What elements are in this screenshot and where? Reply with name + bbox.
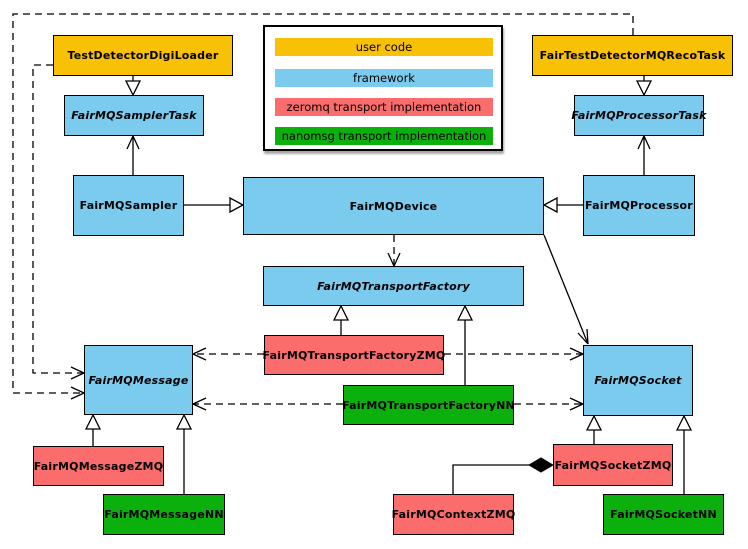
legend: user code framework zeromq transport imp… — [263, 25, 503, 151]
composition-diamond-icon — [528, 457, 554, 473]
node-fairmq-processor-task: FairMQProcessorTask — [571, 95, 707, 136]
open-arrow-icon — [192, 347, 207, 361]
node-label: FairMQSocketZMQ — [554, 458, 672, 472]
inheritance-triangle-icon — [542, 196, 558, 214]
legend-label: nanomsg transport implementation — [281, 129, 487, 143]
legend-item-framework: framework — [275, 69, 493, 87]
node-fairmq-socket-zmq: FairMQSocketZMQ — [553, 444, 673, 486]
node-test-detector-digi-loader: TestDetectorDigiLoader — [53, 35, 233, 76]
node-label: FairMQMessage — [88, 373, 189, 387]
inheritance-triangle-icon — [229, 196, 245, 214]
inheritance-triangle-icon — [332, 304, 350, 321]
node-label: FairMQProcessorTask — [571, 109, 707, 122]
node-label: FairTestDetectorMQRecoTask — [539, 49, 726, 62]
node-label: FairMQTransportFactory — [317, 279, 470, 293]
node-label: FairMQDevice — [349, 199, 438, 213]
legend-label: user code — [355, 40, 413, 54]
node-label: FairMQSamplerTask — [71, 109, 197, 122]
node-fairmq-transport-factory-nn: FairMQTransportFactoryNN — [342, 385, 515, 425]
node-label: TestDetectorDigiLoader — [67, 49, 219, 62]
edge-digiloader-message — [32, 64, 84, 374]
open-arrow-icon — [70, 366, 85, 380]
legend-item-nanomsg: nanomsg transport implementation — [275, 127, 493, 145]
node-fair-test-detector-mq-reco-task: FairTestDetectorMQRecoTask — [532, 35, 733, 76]
edge-recotask-message — [12, 13, 634, 394]
open-arrow-icon — [637, 135, 651, 150]
open-arrow-icon — [70, 386, 85, 400]
inheritance-triangle-icon — [585, 414, 603, 431]
legend-label: zeromq transport implementation — [286, 100, 482, 114]
node-label: FairMQTransportFactoryZMQ — [262, 348, 446, 362]
node-fairmq-transport-factory: FairMQTransportFactory — [263, 266, 524, 306]
node-fairmq-socket: FairMQSocket — [583, 345, 693, 416]
node-fairmq-transport-factory-zmq: FairMQTransportFactoryZMQ — [262, 335, 446, 375]
node-label: FairMQSampler — [79, 199, 178, 212]
legend-item-zeromq: zeromq transport implementation — [275, 98, 493, 116]
open-arrow-icon — [569, 347, 584, 361]
node-label: FairMQProcessor — [585, 199, 693, 212]
open-arrow-icon — [126, 135, 140, 150]
legend-item-user-code: user code — [275, 38, 493, 56]
node-fairmq-sampler-task: FairMQSamplerTask — [64, 95, 204, 136]
node-fairmq-processor: FairMQProcessor — [583, 175, 695, 236]
open-arrow-icon — [192, 397, 207, 411]
node-label: FairMQMessageZMQ — [33, 459, 164, 473]
node-label: FairMQMessageNN — [104, 508, 224, 521]
open-arrow-icon — [577, 328, 589, 345]
inheritance-triangle-icon — [84, 413, 102, 430]
node-fairmq-message-zmq: FairMQMessageZMQ — [33, 446, 164, 486]
inheritance-triangle-icon — [675, 414, 693, 431]
open-arrow-icon — [387, 252, 401, 267]
node-label: FairMQContextZMQ — [391, 508, 516, 521]
node-label: FairMQSocketNN — [610, 508, 717, 521]
node-fairmq-socket-nn: FairMQSocketNN — [603, 494, 724, 535]
node-fairmq-sampler: FairMQSampler — [73, 175, 184, 236]
open-arrow-icon — [569, 397, 584, 411]
node-label: FairMQTransportFactoryNN — [342, 398, 515, 412]
legend-label: framework — [353, 71, 415, 85]
node-label: FairMQSocket — [594, 374, 682, 387]
edge-device-socket — [543, 234, 589, 345]
inheritance-triangle-icon — [175, 413, 193, 430]
node-fairmq-device: FairMQDevice — [243, 177, 544, 235]
node-fairmq-message-nn: FairMQMessageNN — [103, 494, 225, 535]
node-fairmq-context-zmq: FairMQContextZMQ — [391, 494, 516, 535]
inheritance-triangle-icon — [456, 304, 474, 321]
inheritance-triangle-icon — [635, 80, 653, 97]
edge-contextzmq-socketzmq — [452, 464, 529, 494]
node-fairmq-message: FairMQMessage — [84, 345, 193, 415]
inheritance-triangle-icon — [124, 80, 142, 97]
